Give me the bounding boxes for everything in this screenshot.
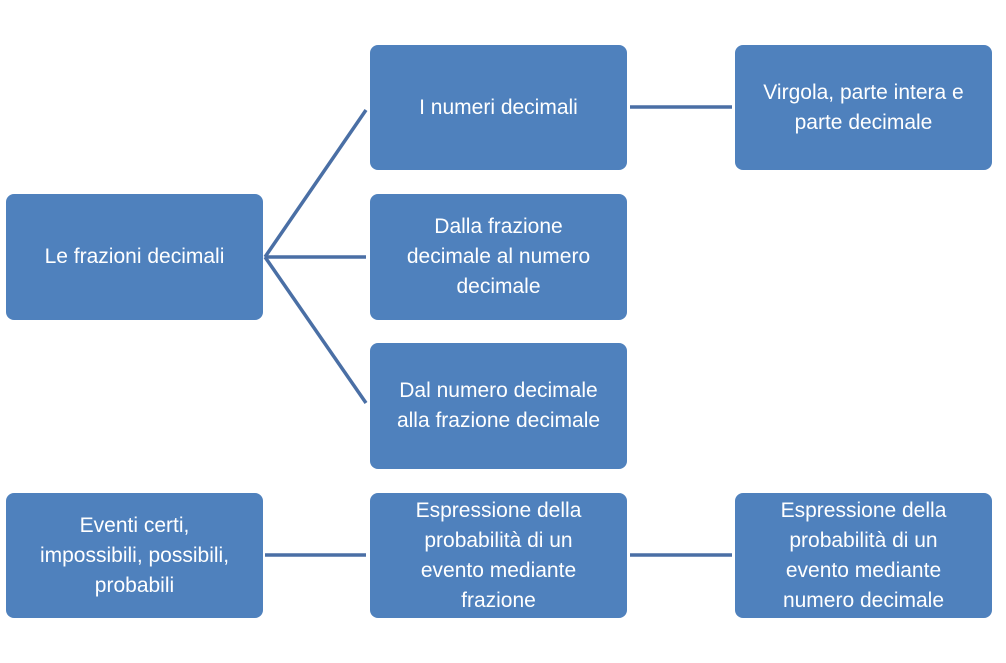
connector-root-to-dal-numero: [263, 256, 368, 404]
node-eventi-certi: Eventi certi, impossibili, possibili, pr…: [6, 493, 263, 618]
node-virgola-parte-intera: Virgola, parte intera e parte decimale: [735, 45, 992, 170]
node-dal-numero-decimale: Dal numero decimale alla frazione decima…: [370, 343, 627, 469]
node-espressione-numero-decimale: Espressione della probabilità di un even…: [735, 493, 992, 618]
node-dalla-frazione-decimale: Dalla frazione decimale al numero decima…: [370, 194, 627, 320]
node-espressione-frazione: Espressione della probabilità di un even…: [370, 493, 627, 618]
connector-root-to-numeri: [263, 109, 368, 258]
node-i-numeri-decimali: I numeri decimali: [370, 45, 627, 170]
node-le-frazioni-decimali: Le frazioni decimali: [6, 194, 263, 320]
